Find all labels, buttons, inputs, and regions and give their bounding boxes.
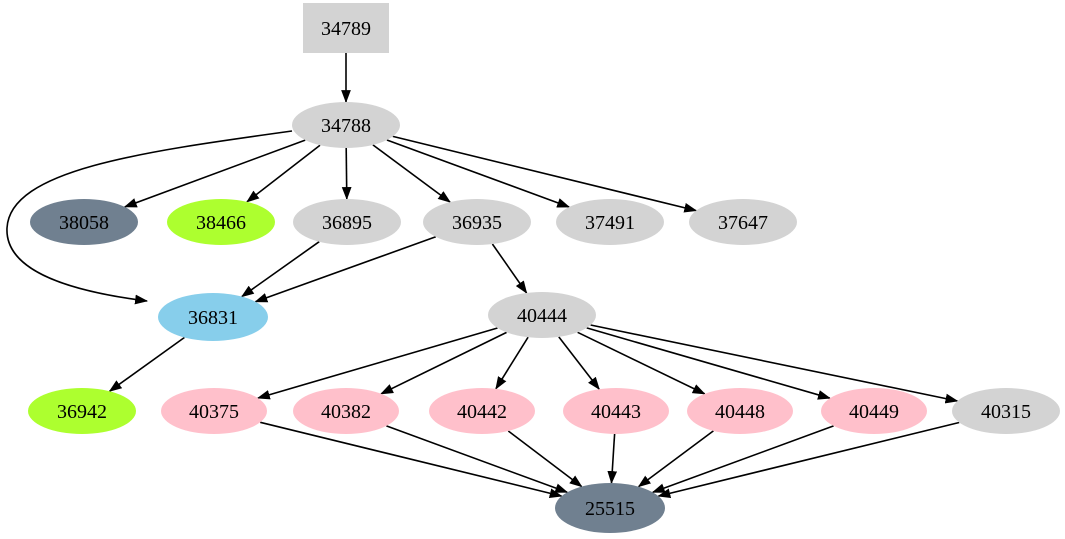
node-shape-40444 <box>488 292 596 338</box>
node-label-40443: 40443 <box>591 401 641 423</box>
node-40315: 40315 <box>952 388 1060 434</box>
node-label-38466: 38466 <box>196 212 246 234</box>
edge-36895-36831 <box>240 241 320 298</box>
edge-40444-40375 <box>256 327 498 400</box>
node-40444: 40444 <box>488 292 596 338</box>
node-shape-40315 <box>952 388 1060 434</box>
node-shape-36895 <box>293 199 401 245</box>
node-37647: 37647 <box>689 199 797 245</box>
node-label-37647: 37647 <box>718 212 768 234</box>
node-label-40442: 40442 <box>457 401 507 423</box>
node-36935: 36935 <box>423 199 531 245</box>
node-40449: 40449 <box>821 388 927 434</box>
edge-34788-36895 <box>341 147 352 201</box>
node-shape-36942 <box>28 388 136 434</box>
edge-40382-25515 <box>386 425 569 494</box>
node-label-34789: 34789 <box>321 18 371 40</box>
node-38058: 38058 <box>30 199 138 245</box>
edge-34788-38058 <box>123 139 306 208</box>
node-shape-40449 <box>821 388 927 434</box>
node-shape-37647 <box>689 199 797 245</box>
edge-36935-36831 <box>254 236 437 303</box>
node-40382: 40382 <box>293 388 399 434</box>
edge-34788-37647 <box>392 135 698 213</box>
node-38466: 38466 <box>167 199 275 245</box>
node-shape-40448 <box>687 388 793 434</box>
edge-34788-36935 <box>372 144 451 203</box>
node-label-37491: 37491 <box>585 212 635 234</box>
node-label-38058: 38058 <box>59 212 109 234</box>
node-label-40375: 40375 <box>189 401 239 423</box>
edge-40444-40449 <box>586 327 831 400</box>
node-shape-40442 <box>429 388 535 434</box>
node-shape-40443 <box>563 388 669 434</box>
node-label-40448: 40448 <box>715 401 765 423</box>
node-shape-34789 <box>303 3 389 53</box>
node-label-36895: 36895 <box>322 212 372 234</box>
node-37491: 37491 <box>556 199 664 245</box>
edge-34788-36831 <box>6 130 293 305</box>
node-label-40382: 40382 <box>321 401 371 423</box>
node-40448: 40448 <box>687 388 793 434</box>
edge-40449-25515 <box>651 425 834 494</box>
edge-40375-25515 <box>260 421 563 499</box>
node-36942: 36942 <box>28 388 136 434</box>
node-label-34788: 34788 <box>321 115 371 137</box>
node-label-36942: 36942 <box>57 401 107 423</box>
node-label-36935: 36935 <box>452 212 502 234</box>
node-36895: 36895 <box>293 199 401 245</box>
node-shape-37491 <box>556 199 664 245</box>
edge-40444-40315 <box>590 324 959 404</box>
edge-34788-38466 <box>246 144 321 203</box>
node-25515: 25515 <box>555 483 665 533</box>
node-shape-36935 <box>423 199 531 245</box>
node-label-25515: 25515 <box>585 498 635 520</box>
edge-40442-25515 <box>507 430 583 488</box>
edge-36935-40444 <box>491 243 528 294</box>
node-shape-38058 <box>30 199 138 245</box>
node-label-40444: 40444 <box>517 305 567 327</box>
node-shape-38466 <box>167 199 275 245</box>
edge-40444-40448 <box>577 331 706 395</box>
node-34789: 34789 <box>303 3 389 53</box>
node-shape-40375 <box>161 388 267 434</box>
edge-34788-37491 <box>386 139 571 208</box>
node-label-40315: 40315 <box>981 401 1031 423</box>
edge-40444-40443 <box>558 336 600 391</box>
node-label-36831: 36831 <box>188 307 238 329</box>
node-label-40449: 40449 <box>849 401 899 423</box>
node-shape-36831 <box>158 293 268 341</box>
edge-40448-25515 <box>637 430 714 488</box>
node-40442: 40442 <box>429 388 535 434</box>
node-shape-40382 <box>293 388 399 434</box>
node-shape-25515 <box>555 483 665 533</box>
edge-40315-25515 <box>657 421 960 499</box>
edge-40444-40442 <box>495 336 529 390</box>
edge-36831-36942 <box>108 336 185 392</box>
node-34788: 34788 <box>292 102 400 148</box>
node-40443: 40443 <box>563 388 669 434</box>
edge-40443-25515 <box>607 433 618 485</box>
edge-40444-40382 <box>380 331 507 395</box>
node-36831: 36831 <box>158 293 268 341</box>
node-shape-34788 <box>292 102 400 148</box>
node-40375: 40375 <box>161 388 267 434</box>
